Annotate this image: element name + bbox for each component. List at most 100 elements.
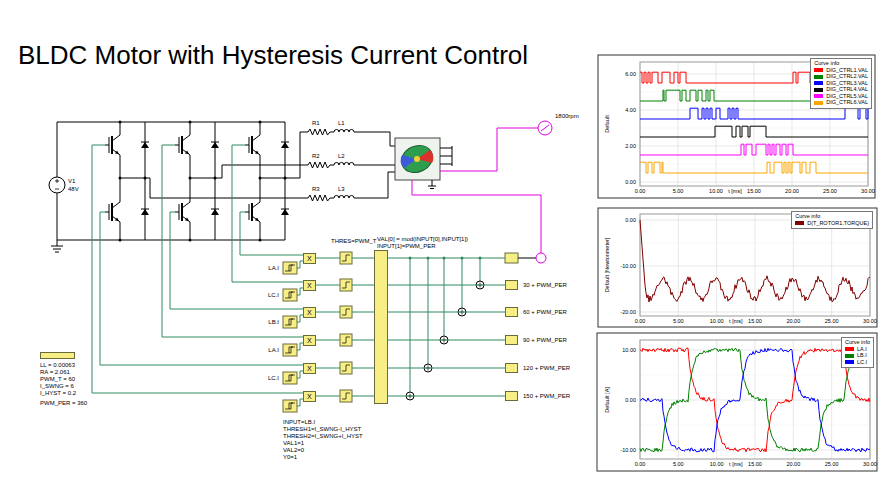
axis-title: t [ms] xyxy=(729,461,742,468)
probe-symbol xyxy=(536,253,546,263)
current-trace xyxy=(640,348,870,452)
gate-wire xyxy=(162,145,306,337)
inverter-schematic xyxy=(49,121,552,394)
output-port-box xyxy=(505,391,518,401)
grid-line xyxy=(640,182,868,183)
igbt-body xyxy=(111,136,113,154)
junction-dot xyxy=(443,257,446,260)
wire xyxy=(352,312,375,313)
wire xyxy=(215,122,216,240)
wire xyxy=(388,258,505,259)
signal-name: LB.I xyxy=(268,319,279,326)
block-text: X xyxy=(307,364,312,373)
component-label: L1 xyxy=(338,120,345,127)
hysteresis-symbol xyxy=(289,403,293,409)
hysteresis-symbol xyxy=(285,403,295,409)
title: BLDC Motor with Hysteresis Current Contr… xyxy=(18,40,528,70)
igbt-arrow xyxy=(185,218,189,222)
tick-label: 30.00 xyxy=(861,188,875,195)
junction-dot xyxy=(259,121,262,124)
grid-line xyxy=(716,340,717,459)
output-port: 90 + PWM_PER xyxy=(505,335,567,345)
output-port: 60 + PWM_PER xyxy=(505,307,567,317)
grid-line xyxy=(640,146,868,147)
grid-line xyxy=(640,266,870,267)
chart-frame xyxy=(598,55,875,198)
resistor-symbol xyxy=(308,129,334,135)
output-port-box xyxy=(505,335,518,345)
legend-text: DIG_CTRL1.VAL xyxy=(826,67,868,73)
diode-symbol xyxy=(281,209,289,215)
gate-wire xyxy=(240,212,306,255)
legend-text: DIG_CTRL2.VAL xyxy=(826,73,868,79)
motor-rotor xyxy=(397,140,437,177)
resistor-symbol xyxy=(308,162,334,168)
wire xyxy=(57,193,58,240)
hysteresis-block xyxy=(283,262,297,274)
legend-text: DIG_CTRL3.VAL xyxy=(826,80,868,86)
output-port-box xyxy=(505,253,518,263)
igbt-collector xyxy=(252,125,260,141)
legend-swatch xyxy=(845,347,854,351)
grid-line xyxy=(716,62,717,186)
wire xyxy=(190,178,215,179)
comparator-symbol xyxy=(342,365,350,371)
motor-block xyxy=(395,138,452,189)
block-text: X xyxy=(307,254,312,263)
minus-sign xyxy=(55,189,59,190)
wire xyxy=(260,178,285,179)
component-label: L3 xyxy=(338,186,345,193)
multiplier-box: X xyxy=(303,363,316,374)
port-label: 120 + PWM_PER xyxy=(523,365,570,372)
legend-entry: DIG_CTRL3.VAL xyxy=(814,80,868,87)
plus-sign xyxy=(57,179,58,183)
parameter-label: VAL2=0 xyxy=(283,447,304,454)
wire xyxy=(352,285,375,286)
voltage-source xyxy=(49,177,65,193)
grid-line xyxy=(640,425,870,426)
motor-pin xyxy=(440,164,452,165)
phase-wire xyxy=(215,165,308,178)
ground-symbol xyxy=(432,180,433,186)
legend-box: Curve infoD(T_ROTOR1.TORQUE) xyxy=(791,211,873,229)
tick-label: -20.00 xyxy=(620,309,636,316)
igbt-body xyxy=(181,203,183,221)
axis-title: t [ms] xyxy=(729,318,742,325)
igbt-arrow xyxy=(255,151,259,155)
wire xyxy=(410,258,411,392)
motor-housing xyxy=(395,138,440,180)
tick-label: 25.00 xyxy=(823,188,837,195)
control-diagram xyxy=(283,252,546,412)
port-label: 150 + PWM_PER xyxy=(523,393,570,400)
signal-name: LA.I xyxy=(268,265,279,272)
multiplier-box: X xyxy=(303,280,316,291)
tick-label: 6.00 xyxy=(625,71,636,78)
legend-entry: LB.I xyxy=(845,352,870,359)
diode-symbol xyxy=(281,209,289,210)
inductor-symbol xyxy=(334,130,354,133)
wire xyxy=(285,122,286,240)
comparator-symbol xyxy=(342,393,350,399)
junction-dot xyxy=(119,121,122,124)
igbt-emitter xyxy=(112,149,120,165)
wire xyxy=(57,122,58,177)
hysteresis-symbol xyxy=(285,292,295,298)
comparator-block xyxy=(340,279,352,291)
igbt-collector xyxy=(112,192,120,208)
grid-line xyxy=(793,214,794,316)
igbt-body xyxy=(111,203,113,221)
igbt-collector xyxy=(182,125,190,141)
diode-symbol xyxy=(141,209,149,210)
legend-text: D(T_ROTOR1.TORQUE) xyxy=(807,220,869,226)
igbt-collector xyxy=(182,192,190,208)
chart-frame xyxy=(598,208,877,327)
junction-dot xyxy=(259,177,262,180)
signal-connector xyxy=(388,285,505,286)
motor-pin xyxy=(452,146,453,166)
block-text: X xyxy=(307,336,312,345)
tick-label: 0.00 xyxy=(625,397,636,404)
tick-label: 0.00 xyxy=(625,179,636,186)
output-port: 150 + PWM_PER xyxy=(505,391,570,401)
mod-block: VAL[0] = mod(INPUT[0],INPUT[1])INPUT[1]=… xyxy=(374,250,388,404)
